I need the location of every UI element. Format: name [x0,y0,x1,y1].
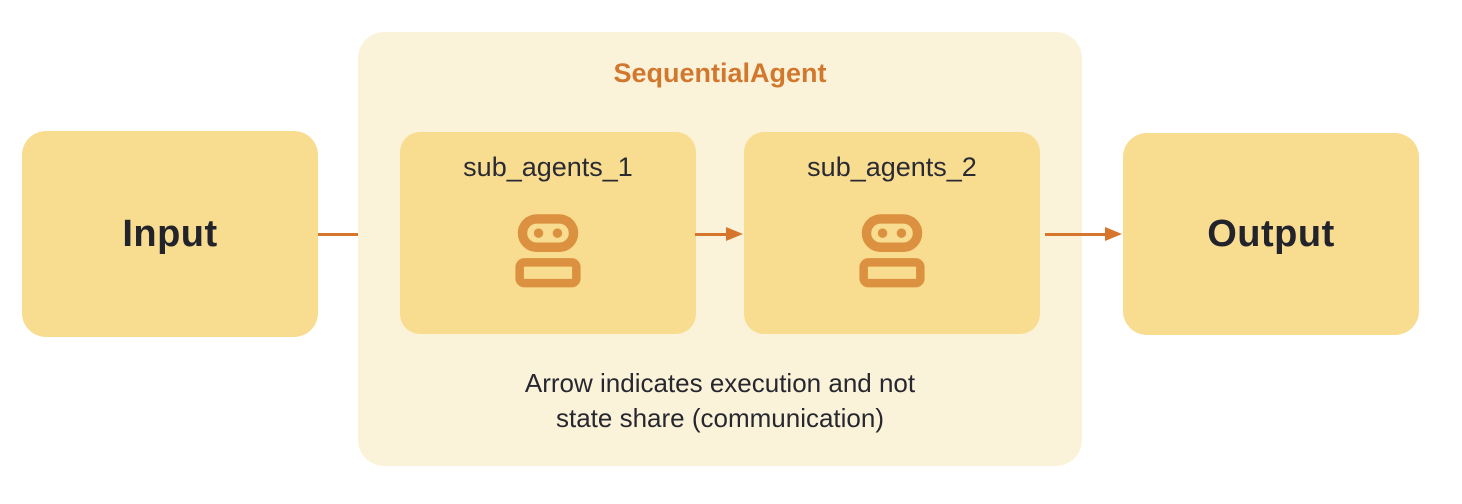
arrow-head-icon [726,227,743,241]
flow-arrow-sub-agents-1-to-sub-agents-2 [695,226,743,242]
robot-icon [858,214,926,295]
sequential-agent-title: SequentialAgent [613,58,827,88]
arrow-head-icon [1105,227,1122,241]
arrow-line [318,232,381,236]
caption-line-1: Arrow indicates execution and not [524,368,916,398]
arrow-line [695,232,726,236]
flow-arrow-sub-agents-2-to-output [1045,226,1122,242]
output-node-label: Output [1207,212,1335,255]
sub-agents-1-label: sub_agents_1 [463,152,633,182]
robot-icon [514,214,582,295]
caption-line-2: state share (communication) [555,403,885,433]
input-node-label: Input [122,212,218,255]
arrow-line [1045,232,1105,236]
caption: Arrow indicates execution and not state … [358,366,1082,436]
input-node: Input [22,131,318,337]
sequential-agent-container: SequentialAgent sub_agents_1 sub_agents_… [358,32,1082,466]
sub-agents-2-label: sub_agents_2 [807,152,977,182]
sub-agents-1-node: sub_agents_1 [400,132,696,334]
output-node: Output [1123,133,1419,335]
sub-agents-2-node: sub_agents_2 [744,132,1040,334]
